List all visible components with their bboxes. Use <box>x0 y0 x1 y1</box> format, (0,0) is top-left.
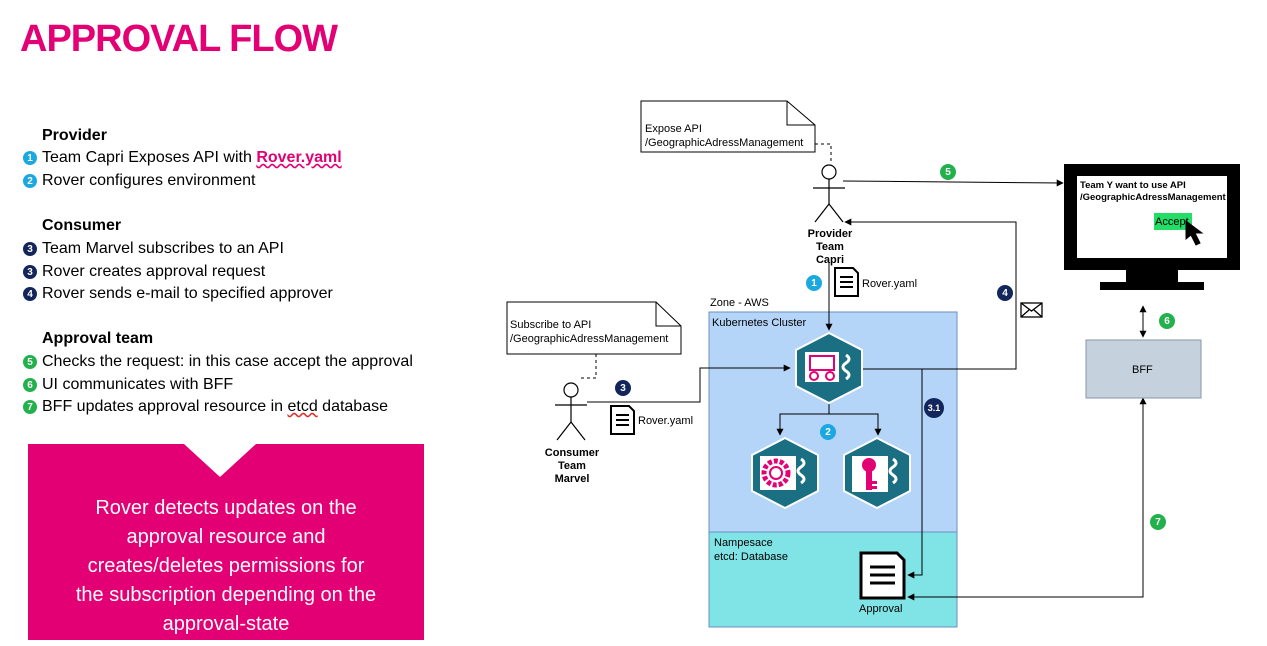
step-number-badge: 2 <box>23 174 37 188</box>
bff-label: BFF <box>1132 364 1153 376</box>
actor-line: Consumer <box>544 447 600 459</box>
consumer-document-icon <box>610 405 635 435</box>
mail-envelope-icon <box>1020 302 1043 318</box>
bff-box <box>1085 339 1202 399</box>
badge-3: 3 <box>615 380 631 396</box>
provider-rover-yaml-label: Rover.yaml <box>862 278 918 290</box>
step-text: Rover configures environment <box>42 172 256 189</box>
zone-label: Zone - AWS <box>710 297 769 309</box>
note-line: /GeographicAdressManagement <box>645 137 804 149</box>
arrow-rover-to-key <box>829 413 882 436</box>
step-text: BFF updates approval resource in <box>42 398 288 415</box>
step-number-badge: 4 <box>23 287 37 301</box>
step-text: Checks the request: in this case accept … <box>42 353 413 370</box>
permissions-gear-hexagon <box>751 436 819 510</box>
provider-step-2: 2 Rover configures environment <box>23 172 255 190</box>
step-text: Team Marvel subscribes to an API <box>42 240 284 257</box>
step-number-badge: 6 <box>23 378 37 392</box>
callout-line: the subscription depending on the <box>75 584 377 606</box>
actor-line: Marvel <box>554 473 590 485</box>
badge-6: 6 <box>1159 313 1175 329</box>
approval-team-heading: Approval team <box>42 330 154 347</box>
consumer-step-4: 4 Rover sends e-mail to specified approv… <box>23 285 333 303</box>
badge-4: 4 <box>997 285 1013 301</box>
subscribe-dashed-link <box>580 354 597 379</box>
rover-yaml-highlight: Rover.yaml <box>256 149 342 166</box>
callout-line: creates/deletes permissions for <box>87 555 365 577</box>
step-number-badge: 5 <box>23 355 37 369</box>
secret-key-hexagon <box>843 436 911 510</box>
badge-7: 7 <box>1150 514 1166 530</box>
expose-note-shape <box>640 100 816 153</box>
accept-button-bg <box>1154 213 1192 230</box>
callout-line: approval resource and <box>126 526 326 548</box>
etcd-word: etcd <box>287 398 318 415</box>
step-text: Team Capri Exposes API with <box>42 149 257 166</box>
approval-document-icon <box>859 551 906 600</box>
expose-note-text: Expose API /GeographicAdressManagement <box>645 122 803 150</box>
provider-actor-figure <box>813 164 845 223</box>
accept-button[interactable]: Accept <box>1155 216 1189 228</box>
arrow-consumer-to-rover <box>587 364 791 403</box>
consumer-step-3b: 3 Rover creates approval request <box>23 263 265 281</box>
step-text: Rover sends e-mail to specified approver <box>42 285 333 302</box>
mouse-cursor-icon <box>1185 220 1204 246</box>
monitor-message: Team Y want to use API /GeographicAdress… <box>1080 180 1226 204</box>
expose-dashed-link <box>815 143 832 163</box>
rover-operator-hexagon <box>795 331 863 405</box>
expose-note-fold <box>786 101 815 126</box>
provider-step-1: 1 Team Capri Exposes API with Rover.yaml <box>23 149 342 167</box>
badge-2: 2 <box>820 424 836 440</box>
step-text: Rover creates approval request <box>42 263 266 280</box>
namespace-line: etcd: Database <box>714 551 788 563</box>
provider-actor-label: Provider Team Capri <box>797 228 863 267</box>
step-number-badge: 1 <box>23 151 37 165</box>
subscribe-note-fold <box>655 302 681 327</box>
note-line: Subscribe to API <box>510 319 592 331</box>
actor-line: Team <box>558 460 586 472</box>
provider-heading: Provider <box>42 127 107 144</box>
subscribe-note-text: Subscribe to API /GeographicAdressManage… <box>510 318 668 346</box>
monitor-line: /GeographicAdressManagement <box>1080 192 1226 203</box>
consumer-actor-label: Consumer Team Marvel <box>536 447 608 486</box>
step-text-end: database <box>317 398 388 415</box>
monitor-line: Team Y want to use API <box>1080 180 1186 191</box>
badge-5: 5 <box>940 164 956 180</box>
callout-line: approval-state <box>162 613 290 635</box>
note-line: /GeographicAdressManagement <box>510 333 669 345</box>
callout-line: Rover detects updates on the <box>95 497 357 519</box>
consumer-heading: Consumer <box>42 217 122 234</box>
actor-line: Team <box>816 241 844 253</box>
arrow-rover-to-provider <box>844 218 1017 370</box>
step-number-badge: 7 <box>23 400 37 414</box>
consumer-step-3a: 3 Team Marvel subscribes to an API <box>23 240 284 258</box>
approval-step-5: 5 Checks the request: in this case accep… <box>23 353 413 371</box>
approval-ui-monitor <box>1064 164 1240 290</box>
step-number-badge: 3 <box>23 265 37 279</box>
approval-step-6: 6 UI communicates with BFF <box>23 376 233 394</box>
approval-step-7: 7 BFF updates approval resource in etcd … <box>23 398 388 416</box>
arrow-provider-to-monitor <box>842 179 1064 187</box>
badge-1: 1 <box>806 275 822 291</box>
actor-line: Provider <box>807 228 853 240</box>
consumer-rover-yaml-label: Rover.yaml <box>638 415 694 427</box>
step-number-badge: 3 <box>23 242 37 256</box>
step-text: UI communicates with BFF <box>42 376 234 393</box>
namespace-label: Nampesace etcd: Database <box>714 536 788 564</box>
provider-document-icon <box>834 267 859 297</box>
approval-label: Approval <box>859 603 903 615</box>
actor-line: Capri <box>815 254 845 266</box>
page-title: APPROVAL FLOW <box>20 18 338 60</box>
consumer-actor-figure <box>555 382 587 441</box>
badge-3-1: 3.1 <box>924 398 944 418</box>
arrow-bff-to-approval <box>907 397 1147 601</box>
callout-notch <box>184 444 256 477</box>
namespace-line: Nampesace <box>714 537 773 549</box>
note-line: Expose API <box>645 123 702 135</box>
cluster-label: Kubernetes Cluster <box>712 317 807 329</box>
callout-text: Rover detects updates on the approval re… <box>28 494 424 639</box>
subscribe-note-shape <box>506 301 682 355</box>
